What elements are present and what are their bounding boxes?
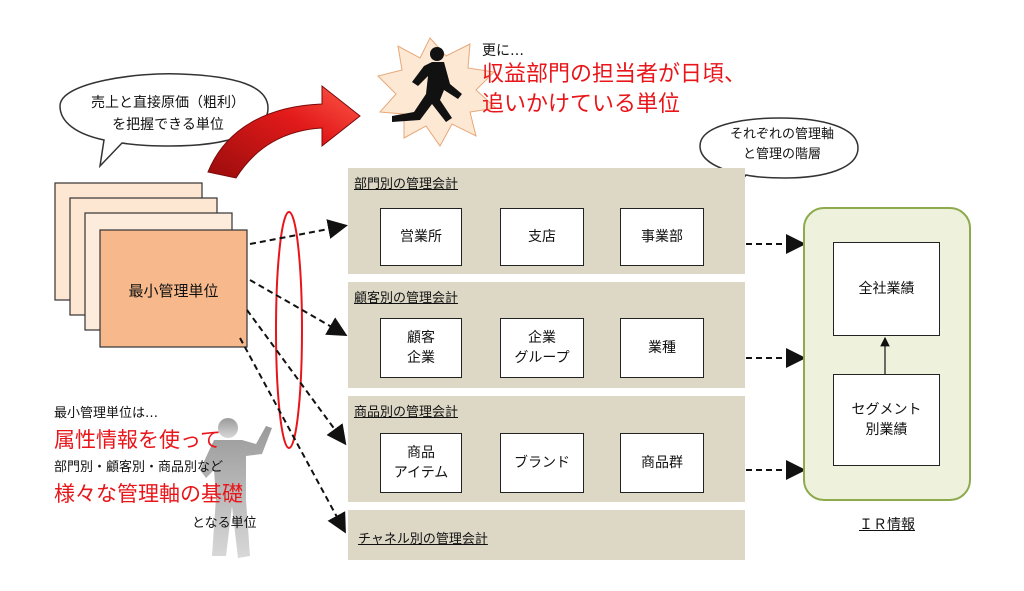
red-curved-arrow <box>207 84 361 179</box>
pointing-person-icon <box>200 418 272 558</box>
ir-segment-line2: 別業績 <box>865 422 908 438</box>
node-brand-label: ブランド <box>514 455 570 471</box>
left-text-line5: となる単位 <box>192 516 257 531</box>
bubble-right-line1: それぞれの管理軸 <box>729 127 834 142</box>
minimum-unit-stack <box>54 182 248 348</box>
panel-channel: チャネル別の管理会計 <box>348 510 745 560</box>
ir-caption: ＩＲ情報 <box>859 517 915 533</box>
node-branch: 支店 <box>500 208 584 266</box>
panel-product-title: 商品別の管理会計 <box>354 405 459 420</box>
runner-small-text: 更に… <box>482 43 524 59</box>
node-product-item: 商品 アイテム <box>380 433 462 493</box>
node-company-group: 企業 グループ <box>500 318 584 378</box>
panel-channel-title: チャネル別の管理会計 <box>358 532 488 547</box>
node-product-item-label: 商品 アイテム <box>393 445 449 481</box>
ir-segment-results-box: セグメント 別業績 <box>833 374 940 466</box>
node-division-label: 事業部 <box>641 229 683 245</box>
bubble-left-line1: 売上と直接原価（粗利） <box>91 95 245 111</box>
dashed-connectors-right <box>746 234 806 480</box>
node-customer-company: 顧客 企業 <box>380 318 462 378</box>
ir-company-results-label: 全社業績 <box>858 281 915 297</box>
runner-headline-line2: 追いかけている単位 <box>482 92 681 117</box>
left-text-line1: 最小管理単位は… <box>54 406 159 421</box>
node-company-group-label: 企業 グループ <box>514 330 570 366</box>
red-oval <box>275 211 303 449</box>
panel-product: 商品別の管理会計 商品 アイテム ブランド 商品群 <box>348 396 745 502</box>
node-customer-company-label: 顧客 企業 <box>407 330 435 366</box>
node-product-group: 商品群 <box>620 433 704 493</box>
speech-bubble-right-text: それぞれの管理軸 と管理の階層 <box>712 125 852 165</box>
node-brand: ブランド <box>500 433 584 493</box>
node-branch-label: 支店 <box>528 229 556 245</box>
ir-segment-line1: セグメント <box>851 402 922 418</box>
left-text-line3: 部門別・顧客別・商品別など <box>54 460 224 475</box>
running-man-icon <box>392 47 462 122</box>
node-division: 事業部 <box>620 208 704 266</box>
panel-customer-title: 顧客別の管理会計 <box>354 291 459 306</box>
panel-department: 部門別の管理会計 営業所 支店 事業部 <box>348 168 745 274</box>
speech-bubble-left-text: 売上と直接原価（粗利） を把握できる単位 <box>78 92 258 136</box>
panel-customer: 顧客別の管理会計 顧客 企業 企業 グループ 業種 <box>348 282 745 388</box>
runner-headline: 収益部門の担当者が日頃、 追いかけている単位 <box>482 60 746 120</box>
ir-company-results-box: 全社業績 <box>833 242 940 336</box>
left-text-line4: 様々な管理軸の基礎 <box>54 482 243 506</box>
node-industry-label: 業種 <box>648 340 676 356</box>
panel-department-title: 部門別の管理会計 <box>354 177 459 192</box>
node-industry: 業種 <box>620 318 704 378</box>
bubble-left-line2: を把握できる単位 <box>112 117 224 133</box>
runner-headline-line1: 収益部門の担当者が日頃、 <box>482 62 747 87</box>
dashed-connectors-left <box>239 219 348 534</box>
node-sales-office: 営業所 <box>380 208 462 266</box>
bubble-right-line2: と管理の階層 <box>742 147 821 162</box>
node-sales-office-label: 営業所 <box>400 229 442 245</box>
minimum-unit-label: 最小管理単位 <box>128 282 219 300</box>
left-text-line2: 属性情報を使って <box>54 428 221 452</box>
node-product-group-label: 商品群 <box>641 455 683 471</box>
